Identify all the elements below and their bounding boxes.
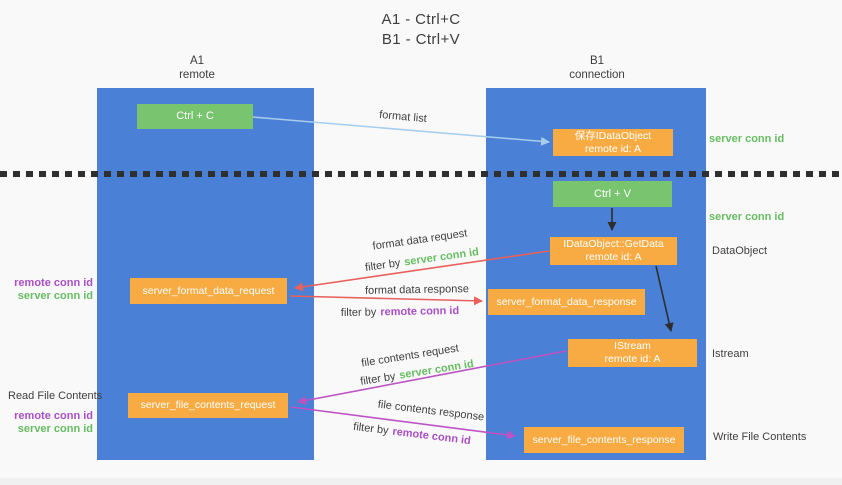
label-dataobject: DataObject [712,245,768,257]
node-server-format-data-response-label: server_format_data_response [496,295,637,308]
label-server-conn-id-top: server conn id [709,133,785,145]
label-server-conn-id: server conn id [17,290,93,302]
label-server-conn-id: server conn id [17,423,93,435]
label-istream: Istream [712,348,749,360]
title-line-2: B1 - Ctrl+V [381,31,461,48]
node-istream-line1: IStream [614,340,651,352]
title-line-1: A1 - Ctrl+C [381,11,461,28]
lane-b1-name: B1 [589,55,605,67]
node-server-file-contents-response-label: server_file_contents_response [532,433,676,446]
server-conn-id-text: server conn id [403,246,480,269]
node-save-idataobject-line2: remote id: A [584,142,642,155]
node-server-file-contents-request-label: server_file_contents_request [140,399,276,411]
remote-conn-id-text: remote conn id [391,425,472,448]
dotted-divider [0,171,842,177]
node-server-file-contents-response: server_file_contents_response [524,427,684,453]
lane-a1-name: A1 [189,55,205,67]
label-server-conn-id-mid: server conn id [709,211,785,223]
label-stack-mid-left: remote conn id server conn id [14,277,93,303]
diagram-title: A1 - Ctrl+C B1 - Ctrl+V [0,10,842,50]
node-ctrl-v-label: Ctrl + V [594,187,631,200]
node-save-idataobject: 保存IDataObject remote id: A [553,129,673,156]
node-ctrl-c-label: Ctrl + C [176,110,214,122]
lane-a1-role: remote [179,69,215,81]
node-server-format-data-request: server_format_data_request [130,278,287,304]
node-save-idataobject-line1: 保存IDataObject [574,129,652,142]
node-idataobject-getdata-line1: IDataObject::GetData [563,238,664,250]
node-istream-line2: remote id: A [604,353,661,365]
label-read-file-contents: Read File Contents [8,390,103,402]
filter-by-text: filter by [340,306,377,320]
node-server-file-contents-request: server_file_contents_request [128,393,288,418]
node-server-format-data-request-label: server_format_data_request [142,284,275,297]
remote-conn-id-text: remote conn id [380,304,460,319]
node-ctrl-c: Ctrl + C [137,104,253,129]
node-idataobject-getdata-line2: remote id: A [585,251,642,263]
filter-by-text: filter by [364,257,402,274]
label-format-list: format list [378,108,428,126]
label-format-data-response: format data response [364,283,470,297]
filter-by-text: filter by [359,370,397,388]
lane-b1-role: connection [569,69,625,81]
node-idataobject-getdata: IDataObject::GetData remote id: A [550,237,677,265]
node-server-format-data-response: server_format_data_response [488,289,645,315]
arrow-format-data-response [289,295,483,306]
node-ctrl-v: Ctrl + V [553,181,672,207]
label-file-contents-response: file contents response [377,398,485,424]
filter-by-text: filter by [352,420,390,438]
lane-header-a1: A1 remote [97,54,297,82]
label-stack-bottom-left: remote conn id server conn id [14,410,93,436]
bottom-edge-strip [0,478,842,485]
label-write-file-contents: Write File Contents [713,431,807,443]
node-istream: IStream remote id: A [568,339,697,367]
lane-header-b1: B1 connection [486,54,708,82]
label-remote-conn-id: remote conn id [14,277,93,289]
label-remote-conn-id: remote conn id [14,410,93,422]
